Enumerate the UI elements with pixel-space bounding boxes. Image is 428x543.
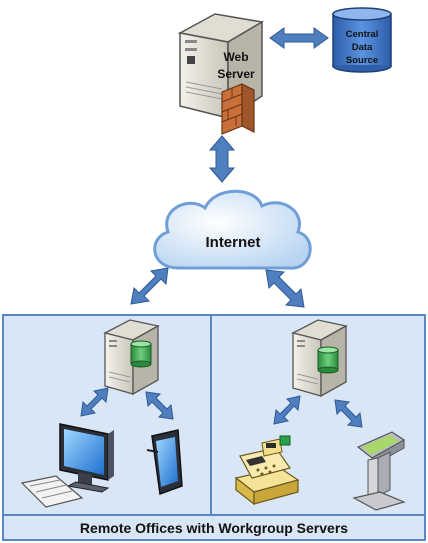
keyboard-icon (20, 475, 84, 508)
desktop-computer (20, 423, 114, 508)
web-server-label-line1: Web (223, 50, 248, 64)
internet-cloud: Internet (153, 189, 312, 270)
central-data-source: Central Data Source (332, 7, 392, 73)
database-icon (130, 340, 152, 368)
firewall-icon (221, 83, 255, 135)
right-workgroup-server (291, 319, 348, 398)
double-arrow-server-to-datasource (269, 27, 329, 49)
database-icon (332, 7, 392, 73)
cloud-icon (153, 189, 312, 270)
double-arrow-internet-to-office-right (265, 269, 305, 308)
double-arrow-left-server-to-tablet (145, 391, 174, 420)
database-icon (317, 346, 339, 374)
double-arrow-left-server-to-desktop (80, 387, 109, 417)
data-source-label-line3: Source (346, 55, 378, 66)
desktop-monitor-icon (59, 423, 114, 493)
web-server-label-line2: Server (217, 67, 255, 81)
cash-register (234, 435, 300, 506)
double-arrow-right-server-to-kiosk (334, 399, 363, 428)
kiosk-icon (352, 431, 406, 511)
web-server: Web Server (177, 13, 265, 135)
server-icon (291, 319, 348, 398)
double-arrow-right-server-to-register (273, 395, 301, 425)
kiosk (352, 431, 406, 511)
remote-offices-caption: Remote Offices with Workgroup Servers (80, 520, 348, 536)
data-source-label-line2: Data (352, 42, 373, 53)
double-arrow-server-to-internet (208, 135, 236, 183)
cash-register-icon (234, 435, 300, 506)
tablet-icon (146, 429, 183, 496)
internet-label: Internet (205, 234, 260, 251)
left-workgroup-server (103, 319, 160, 396)
double-arrow-internet-to-office-left (130, 267, 169, 305)
tablet-device (146, 429, 183, 496)
data-source-label-line1: Central (346, 29, 379, 40)
